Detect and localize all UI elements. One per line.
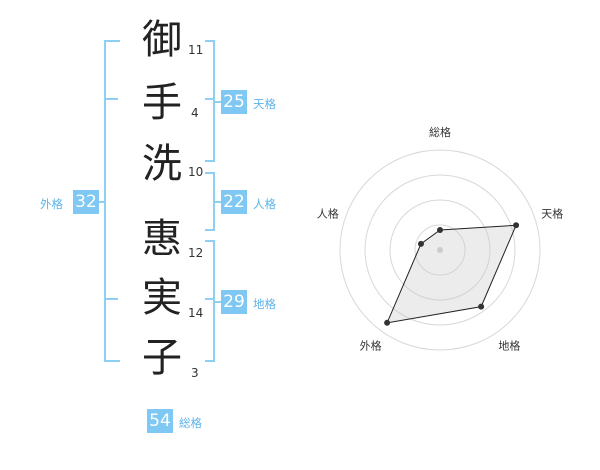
radar-point-1: [437, 227, 443, 233]
bracket-tick: [205, 98, 213, 100]
name-char-4: 惠: [142, 216, 182, 262]
soukaku-label: 総格: [179, 416, 202, 430]
soukaku-score: 54: [147, 409, 173, 433]
connector: [215, 101, 221, 103]
radar-center: [437, 247, 443, 253]
radar-axis-label: 地格: [498, 338, 520, 352]
bracket-tick: [106, 298, 118, 300]
stroke-count-1: 11: [188, 43, 204, 57]
stroke-count-6: 3: [191, 366, 199, 380]
jinkaku-bracket: [205, 172, 215, 231]
radar-points: [384, 222, 520, 326]
radar-ring: [339, 149, 541, 351]
radar-ring: [389, 199, 491, 301]
gaikaku-bracket: [104, 40, 120, 362]
radar-grid: [339, 149, 541, 351]
radar-point-5: [417, 240, 424, 247]
chikaku-label: 地格: [253, 297, 276, 311]
radar-area: [386, 224, 517, 324]
bracket-tick: [205, 298, 213, 300]
bracket-tick: [106, 98, 118, 100]
connector: [98, 201, 106, 203]
jinkaku-label: 人格: [253, 197, 276, 211]
radar-ring: [364, 174, 516, 326]
stroke-count-4: 12: [188, 246, 204, 260]
radar-axis-label: 総格: [429, 125, 451, 139]
radar-point-2: [513, 222, 520, 229]
stroke-count-3: 10: [188, 165, 204, 179]
gaikaku-score: 32: [73, 190, 99, 214]
name-char-3: 洗: [142, 141, 182, 187]
tenkaku-score: 25: [221, 90, 247, 114]
radar-axis-label: 天格: [541, 207, 563, 221]
name-char-6: 子: [142, 335, 182, 381]
radar-ring: [414, 224, 466, 276]
radar-axis-label: 外格: [360, 338, 382, 352]
stroke-count-2: 4: [191, 106, 199, 120]
stroke-count-5: 14: [188, 306, 204, 320]
chikaku-score: 29: [221, 290, 247, 314]
chikaku-bracket: [205, 240, 215, 362]
tenkaku-bracket: [205, 40, 215, 162]
radar-point-4: [384, 319, 391, 326]
radar-axis-label: 人格: [317, 207, 339, 221]
connector: [215, 301, 221, 303]
gaikaku-label: 外格: [40, 197, 63, 211]
tenkaku-label: 天格: [253, 97, 276, 111]
name-char-2: 手: [142, 80, 182, 126]
connector: [215, 201, 221, 203]
name-char-1: 御: [142, 17, 182, 63]
name-char-5: 実: [142, 275, 182, 321]
jinkaku-score: 22: [221, 190, 247, 214]
radar-point-3: [478, 303, 485, 310]
